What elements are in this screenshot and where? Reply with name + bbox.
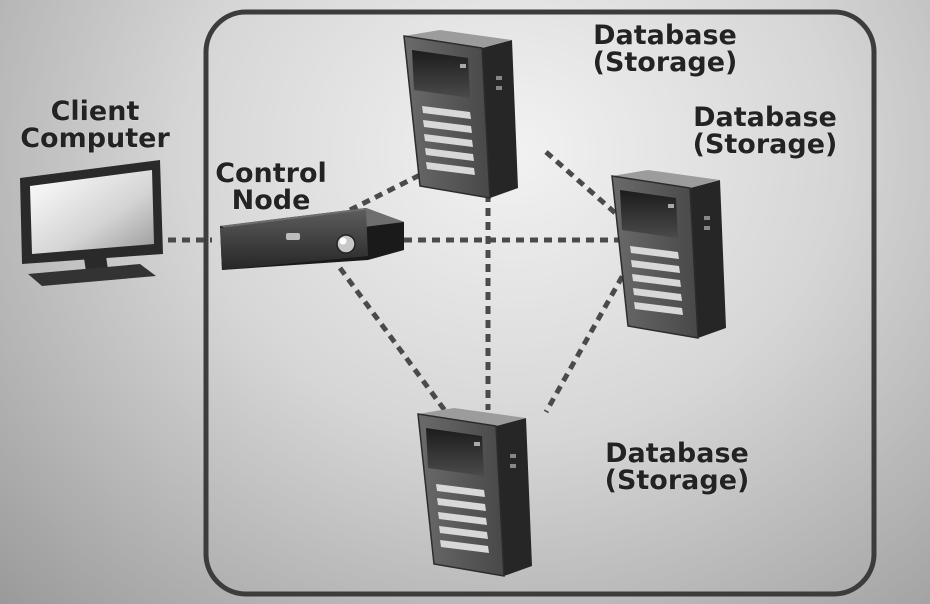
database-right-icon (611, 169, 727, 339)
connector-db-right-db-bottom (543, 250, 639, 414)
cluster-frame (203, 9, 877, 597)
connector-control-db-bottom (337, 266, 449, 414)
db-right-label-line1: Database (693, 102, 837, 133)
client-label-line1: Client (50, 96, 140, 127)
database-bottom-label: Database (Storage) (572, 440, 782, 494)
database-right-label: Database (Storage) (660, 104, 870, 158)
control-node-label: Control Node (196, 160, 346, 214)
connector-db-top-db-right (544, 150, 632, 228)
connectors (168, 150, 639, 414)
control-node-icon (220, 208, 404, 270)
client-computer-icon (20, 160, 163, 286)
control-label-line1: Control (215, 158, 327, 189)
database-top-label: Database (Storage) (560, 22, 770, 76)
db-top-label-line2: (Storage) (592, 47, 738, 78)
client-label-line2: Computer (20, 123, 170, 154)
db-top-label-line1: Database (593, 20, 737, 51)
db-bottom-label-line1: Database (605, 438, 749, 469)
client-computer-label: Client Computer (0, 98, 190, 152)
database-bottom-icon (417, 407, 533, 577)
db-bottom-label-line2: (Storage) (604, 465, 750, 496)
db-right-label-line2: (Storage) (692, 129, 838, 160)
database-top-icon (403, 29, 519, 199)
control-label-line2: Node (231, 185, 311, 216)
connector-control-db-top (348, 157, 452, 213)
